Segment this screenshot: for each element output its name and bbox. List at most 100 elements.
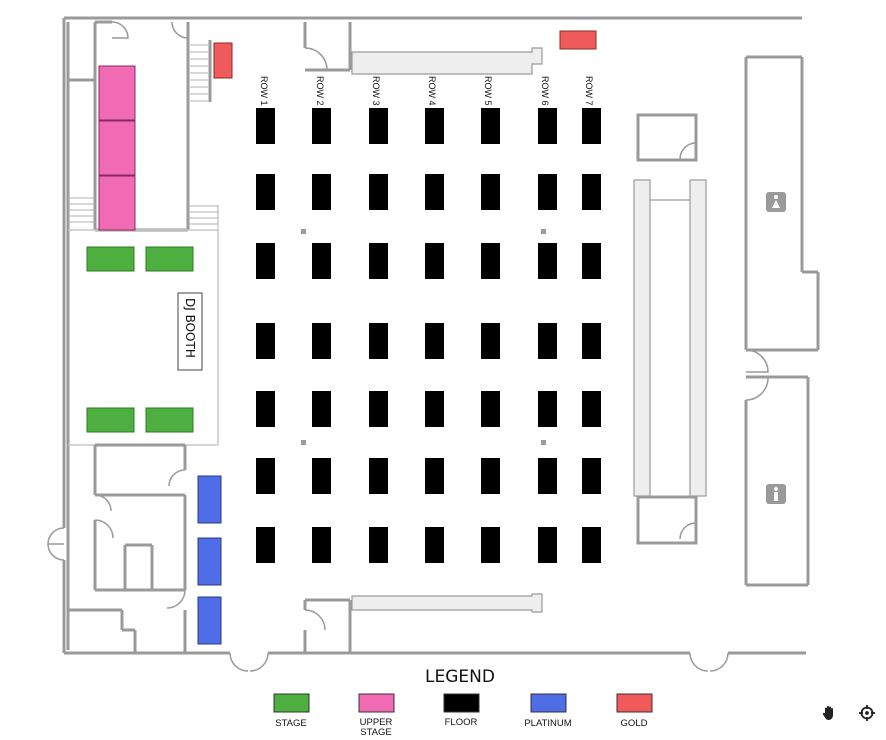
floor-table[interactable] [312,174,331,210]
legend-label: PLATINUM [524,718,571,729]
legend-item-platinum: PLATINUM [524,693,572,729]
gold-table[interactable] [559,30,597,50]
floor-table[interactable] [312,391,331,427]
floor-table[interactable] [369,243,388,279]
floor-table[interactable] [538,243,557,279]
legend-item-floor: FLOOR [443,693,480,728]
upper-stage-table[interactable] [98,65,136,121]
floor-table[interactable] [481,391,500,427]
floor-table[interactable] [481,527,500,563]
floor-table[interactable] [425,527,444,563]
floor-table[interactable] [481,323,500,359]
floor-table[interactable] [425,391,444,427]
row-label: ROW 3 [371,76,381,106]
floor-table[interactable] [425,323,444,359]
floor-table[interactable] [582,458,601,494]
legend-label-line2: STAGE [360,727,392,738]
floor-table[interactable] [312,527,331,563]
row-label: ROW 2 [315,76,325,106]
stage-table[interactable] [145,246,194,272]
floor-table[interactable] [582,243,601,279]
building-walls [62,16,820,655]
floor-table[interactable] [312,458,331,494]
legend-swatch [616,693,653,713]
floor-table[interactable] [369,391,388,427]
legend-label: STAGE [275,718,307,729]
floor-table[interactable] [582,527,601,563]
legend-swatch [358,693,395,713]
floor-table[interactable] [256,323,275,359]
floor-table[interactable] [369,458,388,494]
stage-table[interactable] [86,246,135,272]
row-label: ROW 1 [259,76,269,106]
legend-item-stage: STAGE [273,693,310,729]
floor-table[interactable] [369,174,388,210]
bars [351,47,707,613]
floor-table[interactable] [369,108,388,144]
row-label: ROW 7 [584,76,594,106]
upper-stage-table[interactable] [98,175,136,231]
gold-table[interactable] [213,42,233,79]
platinum-tables [197,475,222,645]
floor-table[interactable] [538,458,557,494]
floor-table[interactable] [256,527,275,563]
restroom-men-icon [766,484,786,504]
floor-table[interactable] [312,243,331,279]
stage-tables [86,246,194,433]
floor-table[interactable] [481,458,500,494]
legend-swatch [443,693,480,713]
stage-table[interactable] [145,407,194,433]
floor-table[interactable] [538,323,557,359]
floor-table[interactable] [312,323,331,359]
stairs [68,44,218,225]
floor-table[interactable] [425,174,444,210]
row-label: ROW 5 [483,76,493,106]
floor-table[interactable] [582,108,601,144]
row-label: ROW 6 [540,76,550,106]
floor-table[interactable] [481,108,500,144]
platinum-table[interactable] [197,537,222,586]
pan-hand-icon[interactable] [818,702,840,724]
platinum-table[interactable] [197,475,222,524]
floor-table[interactable] [256,243,275,279]
floor-table[interactable] [582,174,601,210]
floor-tables [256,108,601,563]
floor-table[interactable] [256,108,275,144]
floor-table[interactable] [538,174,557,210]
floor-table[interactable] [538,527,557,563]
floor-table[interactable] [256,391,275,427]
floor-table[interactable] [425,458,444,494]
legend-label: GOLD [621,718,648,729]
legend-swatch [273,693,310,713]
floor-table[interactable] [256,174,275,210]
floor-table[interactable] [538,391,557,427]
restroom-women-icon [766,192,786,212]
door-swings [47,21,769,672]
upper-stage-table[interactable] [98,120,136,176]
floor-table[interactable] [369,323,388,359]
floor-table[interactable] [582,323,601,359]
floor-table[interactable] [312,108,331,144]
floor-table[interactable] [582,391,601,427]
upper-stage-tables [98,65,136,231]
legend-label: FLOOR [445,717,478,728]
legend-swatch [530,693,567,713]
recenter-crosshair-icon[interactable] [856,702,878,724]
floor-table[interactable] [425,108,444,144]
dj-booth-label: DJ BOOTH [183,298,197,358]
legend-item-gold: GOLD [616,693,653,729]
row-label: ROW 4 [427,76,437,106]
floor-table[interactable] [481,174,500,210]
floor-table[interactable] [481,243,500,279]
floor-table[interactable] [538,108,557,144]
platinum-table[interactable] [197,596,222,645]
legend-label-line1: UPPER [360,717,393,728]
floor-table[interactable] [369,527,388,563]
floor-table[interactable] [256,458,275,494]
pillars [301,229,546,445]
stage-table[interactable] [86,407,135,433]
floor-table[interactable] [425,243,444,279]
